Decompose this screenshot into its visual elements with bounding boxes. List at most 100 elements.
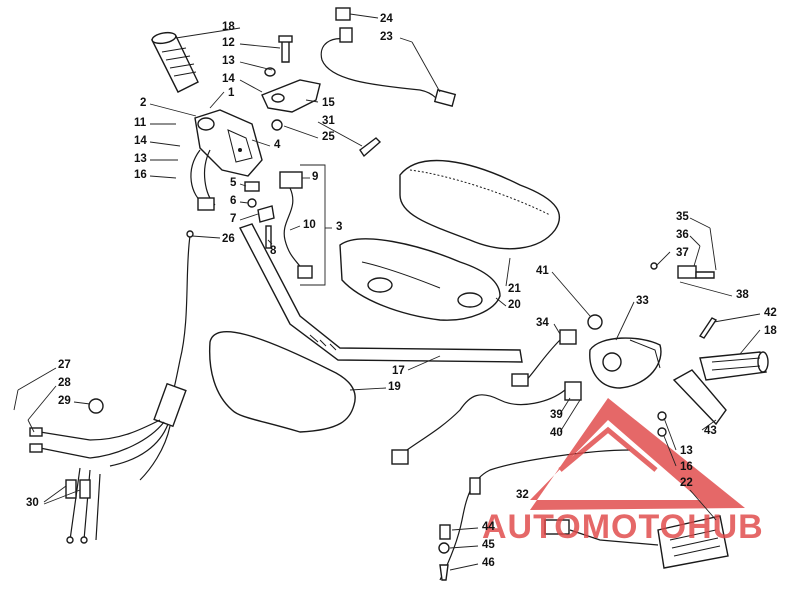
part-label-33: 33: [636, 295, 649, 307]
part-label-1: 1: [228, 87, 235, 99]
connector-mid: [511, 373, 529, 387]
leader-line-22: [689, 489, 717, 521]
part-label-13: 13: [222, 55, 235, 67]
part-label-26: 26: [222, 233, 235, 245]
grip-left: [150, 31, 199, 93]
part-label-5: 5: [230, 177, 237, 189]
part-label-30: 30: [26, 497, 39, 509]
plug-34: [559, 329, 577, 345]
part-label-34: 34: [536, 317, 549, 329]
part-label-14: 14: [222, 73, 235, 85]
watermark: AUTOMOTOHUB: [482, 398, 764, 546]
part-label-9: 9: [312, 171, 318, 183]
leader-line-14: [149, 141, 181, 147]
pad-21: [399, 159, 560, 250]
nut-13: [657, 411, 667, 421]
bracket-3: [300, 164, 326, 286]
part-label-6: 6: [230, 195, 236, 207]
watermark-text: AUTOMOTOHUB: [482, 508, 764, 546]
nut-25: [271, 119, 283, 131]
part-label-7: 7: [230, 213, 236, 225]
leader-line-41: [551, 271, 591, 317]
leader-line-34: [553, 323, 561, 335]
cable-bundle-30: [29, 382, 187, 544]
part-label-42: 42: [764, 307, 777, 319]
part-label-38: 38: [736, 289, 749, 301]
part-44: [439, 524, 451, 540]
part-label-23: 23: [380, 31, 393, 43]
leader-line-20: [495, 297, 507, 307]
part-label-45: 45: [482, 539, 495, 551]
leader-line-1: [209, 91, 225, 109]
grip-right: [699, 351, 769, 381]
leader-line-6: [239, 201, 249, 204]
leader-line-36: [693, 245, 701, 267]
leader-line-23: [399, 37, 413, 43]
pin-31: [359, 137, 382, 158]
bolt-42: [698, 317, 718, 339]
leader-line-5: [239, 183, 247, 187]
leader-line-14: [239, 79, 263, 93]
part-label-22: 22: [680, 477, 693, 489]
bolt-12: [278, 35, 293, 63]
pad-holder-20: [339, 238, 501, 321]
part-label-13: 13: [134, 153, 147, 165]
leader-line-25: [283, 125, 319, 139]
part-label-21: 21: [508, 283, 521, 295]
leader-line-4: [251, 139, 271, 147]
part-label-46: 46: [482, 557, 495, 569]
hardware-35-37: [650, 262, 715, 279]
leader-line-26: [191, 235, 221, 239]
part-label-24: 24: [380, 13, 393, 25]
leader-line-35: [689, 217, 711, 229]
pad-19: [208, 331, 356, 433]
part-label-27: 27: [58, 359, 71, 371]
part-label-12: 12: [222, 37, 235, 49]
leader-line-38: [679, 281, 733, 297]
leader-line-12: [239, 43, 281, 49]
part-label-19: 19: [388, 381, 401, 393]
part-label-15: 15: [322, 97, 335, 109]
leader-line-40: [559, 399, 581, 433]
leader-line-29: [73, 401, 91, 405]
leader-line-24: [349, 13, 379, 19]
part-label-39: 39: [550, 409, 563, 421]
leader-line-43: [701, 419, 717, 431]
leader-line-7: [239, 213, 259, 221]
leader-line-35: [709, 227, 717, 271]
part-label-25: 25: [322, 131, 335, 143]
handlebar-17: [239, 223, 523, 363]
part-label-4: 4: [274, 139, 281, 151]
washer-16: [657, 427, 667, 437]
leader-line-13: [239, 61, 273, 71]
leader-line-18: [175, 27, 241, 39]
throttle-block-4: [194, 109, 263, 177]
part-label-40: 40: [550, 427, 563, 439]
leader-line-30: [43, 489, 81, 505]
throttle-lever-43: [672, 369, 727, 426]
leader-line-16: [149, 175, 177, 179]
part-label-17: 17: [392, 365, 405, 377]
part-label-44: 44: [482, 521, 495, 533]
leader-line-30: [43, 485, 67, 503]
heater-22: [544, 515, 729, 569]
part-label-18: 18: [222, 21, 235, 33]
leader-line-8: [267, 239, 273, 245]
controller-33: [589, 337, 662, 389]
cable-23: [320, 7, 457, 107]
part-label-3: 3: [336, 221, 342, 233]
connector-left: [197, 197, 215, 211]
part-label-16: 16: [134, 169, 147, 181]
small-parts-5-8: [244, 181, 275, 249]
leader-line-15: [305, 99, 319, 103]
leader-line-16: [663, 435, 677, 467]
clamp-15: [261, 67, 321, 113]
leader-line-19: [349, 387, 387, 391]
part-45: [438, 542, 450, 554]
switch-9: [279, 171, 313, 279]
part-label-18: 18: [764, 325, 777, 337]
part-label-13: 13: [680, 445, 693, 457]
part-label-35: 35: [676, 211, 689, 223]
part-label-20: 20: [508, 299, 521, 311]
leader-line-27: [17, 367, 57, 391]
